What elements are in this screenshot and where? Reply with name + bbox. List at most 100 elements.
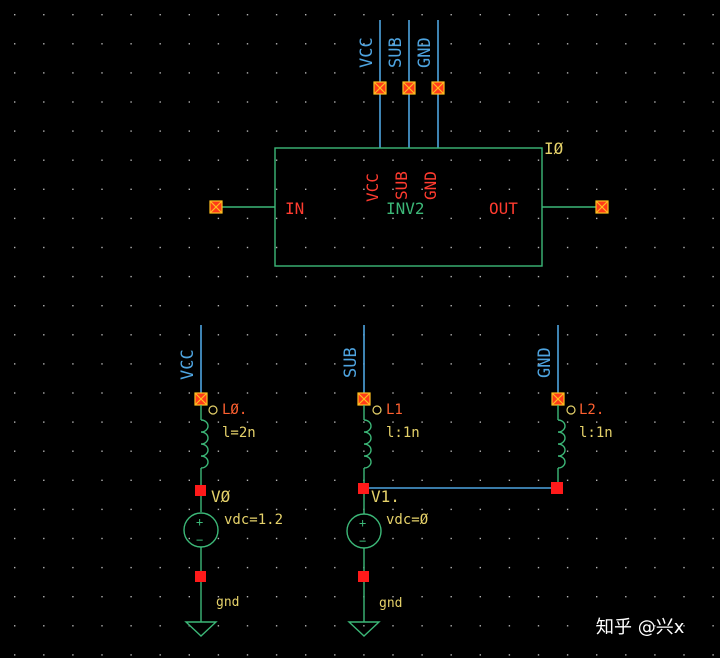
- grid-dot: [363, 654, 365, 656]
- grid-dot: [14, 188, 16, 190]
- sub-supply-branch[interactable]: SUB L1 l:1n V1. + − vdc=Ø gnd: [341, 325, 429, 637]
- inductor-l2[interactable]: [557, 419, 566, 469]
- grid-dot: [596, 101, 598, 103]
- grid-dot: [72, 566, 74, 569]
- grid-dot: [596, 566, 598, 569]
- grid-dot: [392, 654, 394, 656]
- grid-dot: [537, 625, 540, 627]
- grid-dot: [188, 101, 190, 103]
- grid-dot: [217, 508, 220, 511]
- grid-dot: [14, 72, 16, 74]
- grid-dot: [654, 217, 656, 220]
- grid-dot: [392, 537, 394, 540]
- vcc-port-terminal[interactable]: [373, 81, 387, 95]
- grid-dot: [566, 392, 569, 394]
- grid-dot: [654, 479, 656, 481]
- grid-dot: [334, 508, 336, 511]
- grid-dot: [450, 217, 452, 220]
- grid-dot: [159, 566, 161, 569]
- grid-dot: [421, 101, 423, 103]
- grid-dot: [334, 72, 336, 74]
- grid-dot: [508, 479, 511, 481]
- grid-dot: [654, 566, 656, 569]
- l2-bottom-pin: [551, 482, 563, 494]
- grid-dot: [537, 363, 540, 365]
- gnd-port-terminal[interactable]: [431, 81, 445, 95]
- grid-dot: [566, 217, 569, 220]
- ground-symbol-v0[interactable]: [184, 621, 218, 637]
- grid-dot: [683, 566, 685, 569]
- sub-net-terminal[interactable]: [357, 392, 371, 406]
- grid-dot: [566, 334, 569, 336]
- v1-top-pin: [358, 483, 369, 494]
- grid-dot: [130, 596, 132, 598]
- grid-dot: [392, 188, 394, 190]
- grid-dot: [712, 566, 714, 569]
- grid-dot: [596, 450, 598, 452]
- grid-dot: [712, 392, 714, 394]
- gnd-supply-branch[interactable]: GND L2. l:1n: [535, 325, 613, 494]
- grid-dot: [275, 159, 278, 161]
- grid-dot: [421, 566, 423, 569]
- inductor-l0[interactable]: [200, 419, 209, 469]
- grid-dot: [596, 596, 598, 598]
- grid-dot: [392, 72, 394, 74]
- grid-dot: [101, 508, 103, 511]
- out-port-terminal[interactable]: [595, 200, 609, 214]
- grid-dot: [479, 72, 481, 74]
- sub-port-terminal[interactable]: [402, 81, 416, 95]
- grid-dot: [596, 159, 598, 161]
- grid-dot: [596, 625, 598, 627]
- grid-dot: [683, 101, 685, 103]
- vcc-supply-branch[interactable]: VCC LØ. l=2n VØ + − vdc=1.2 gnd: [178, 325, 283, 637]
- grid-dot: [596, 334, 598, 336]
- grid-dot: [188, 654, 190, 656]
- grid-dot: [450, 159, 452, 161]
- grid-dot: [450, 246, 452, 249]
- grid-dot: [275, 450, 278, 452]
- grid-dot: [450, 508, 452, 511]
- grid-dot: [625, 305, 627, 307]
- gnd-net-terminal[interactable]: [551, 392, 565, 406]
- grid-dot: [217, 246, 220, 249]
- grid-dot: [537, 159, 540, 161]
- grid-dot: [334, 159, 336, 161]
- grid-dot: [625, 596, 627, 598]
- in-port-terminal[interactable]: [209, 200, 223, 214]
- grid-dot: [596, 275, 598, 278]
- grid-dot: [72, 14, 74, 16]
- grid-dot: [625, 275, 627, 278]
- grid-dot: [246, 625, 249, 627]
- grid-dot: [130, 14, 132, 16]
- grid-dot: [596, 188, 598, 190]
- v1-bottom-pin: [358, 571, 369, 582]
- grid-dot: [508, 159, 511, 161]
- grid-dot: [537, 479, 540, 481]
- grid-dot: [217, 450, 220, 452]
- grid-dot: [392, 421, 394, 423]
- inverter-pin-gnd: GND: [421, 171, 440, 200]
- inductor-l1[interactable]: [363, 419, 372, 469]
- grid-dot: [363, 14, 365, 16]
- ground-symbol-v1[interactable]: [347, 621, 381, 637]
- grid-dot: [508, 305, 511, 307]
- top-port-pins: VCC SUB GND: [357, 20, 445, 148]
- grid-dot: [508, 43, 511, 45]
- grid-dot: [479, 450, 481, 452]
- grid-dot: [566, 363, 569, 365]
- grid-dot: [479, 305, 481, 307]
- grid-dot: [334, 130, 336, 132]
- grid-dot: [654, 275, 656, 278]
- vcc-net-terminal[interactable]: [194, 392, 208, 406]
- grid-dot: [72, 537, 74, 540]
- grid-dot: [246, 188, 249, 190]
- grid-dot: [683, 392, 685, 394]
- grid-dot: [508, 450, 511, 452]
- inverter-symbol[interactable]: IØ VCC SUB GND IN INV2 OUT: [274, 139, 564, 267]
- grid-dot: [450, 537, 452, 540]
- grid-dot: [14, 43, 16, 45]
- grid-dot: [130, 246, 132, 249]
- grid-dot: [596, 363, 598, 365]
- grid-dot: [625, 188, 627, 190]
